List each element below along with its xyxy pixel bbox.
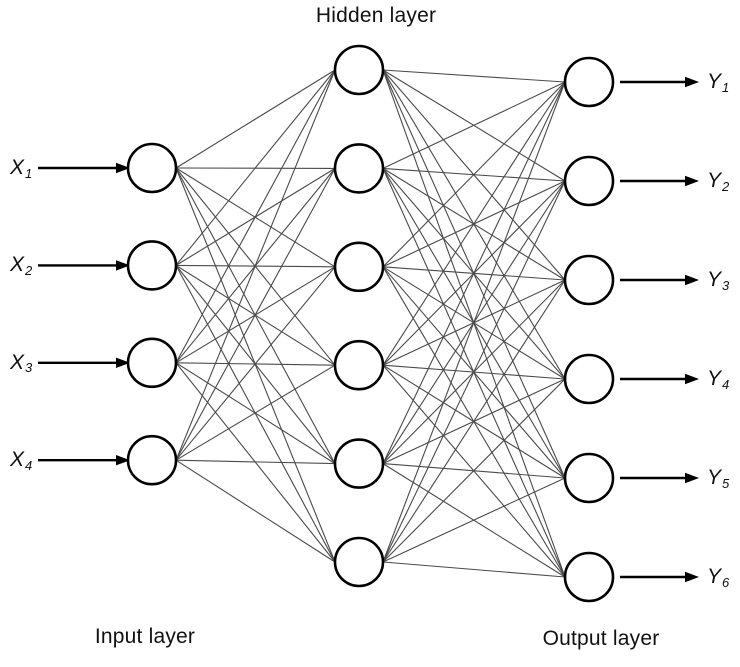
input-layer-label: Input layer (94, 625, 196, 648)
output-node (563, 353, 615, 405)
hidden-node (333, 143, 385, 194)
connection-line (382, 561, 566, 578)
connection-line (175, 459, 336, 465)
output-arrowhead-icon (685, 472, 699, 484)
connection-line (175, 69, 336, 364)
connection-line (382, 378, 566, 563)
output-layer-label: Output layer (542, 627, 660, 650)
connection-line (382, 81, 566, 464)
output-arrowhead-icon (685, 76, 699, 88)
hidden-node (333, 536, 385, 588)
hidden-node (333, 339, 385, 391)
connection-line (382, 279, 566, 563)
output-node (563, 155, 615, 207)
input-node (126, 240, 178, 291)
input-arrowhead-icon (116, 162, 130, 174)
output-node (563, 56, 615, 108)
connection-line (382, 81, 566, 563)
connection-line (175, 69, 336, 461)
connection-line (175, 168, 336, 461)
input-arrowhead-icon (116, 260, 130, 271)
output-arrowhead-icon (685, 175, 699, 187)
connection-line (175, 266, 336, 461)
input-arrowhead-icon (116, 455, 130, 466)
output-node (563, 254, 615, 306)
output-arrowhead-icon (685, 571, 699, 583)
output-node (563, 452, 615, 504)
connection-line (382, 180, 566, 563)
hidden-layer-label: Hidden layer (315, 4, 437, 27)
output-arrowhead-icon (685, 274, 699, 286)
input-node (126, 434, 178, 486)
connection-line (175, 69, 336, 169)
input-node (126, 142, 178, 194)
connection-line (382, 81, 566, 268)
connection-line (382, 81, 566, 366)
connection-line (175, 69, 336, 266)
connection-line (175, 459, 336, 563)
connection-line (175, 364, 336, 461)
input-node (126, 337, 178, 389)
hidden-node (333, 241, 385, 293)
hidden-node (333, 44, 385, 96)
connection-line (382, 69, 566, 83)
connection-line (382, 477, 566, 563)
connection-line (382, 81, 566, 169)
hidden-node (333, 438, 385, 489)
input-arrowhead-icon (116, 357, 130, 368)
output-node (563, 551, 615, 603)
output-arrowhead-icon (685, 373, 699, 385)
